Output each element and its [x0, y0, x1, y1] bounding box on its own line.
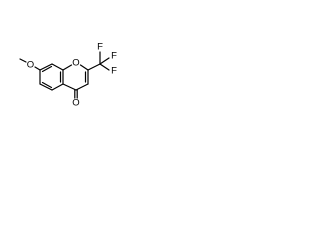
atom-label-fluorine-top: F [97, 42, 103, 53]
bond-cf3-f-bottom [99, 63, 110, 71]
bond-methoxy-o-ch3 [19, 58, 27, 63]
bond-c7-methoxy-o [34, 66, 41, 71]
bond-c8-c7 [39, 63, 53, 71]
atom-label-methoxy-oxygen: O [27, 60, 34, 71]
bond-cf3-f-right [99, 57, 110, 65]
atom-label-fluorine-right: F [111, 51, 117, 62]
bond-c4-c4a [62, 83, 77, 91]
bond-c2-cf3 [87, 63, 101, 71]
atom-label-fluorine-bottom: F [111, 66, 117, 77]
bond-c8-c7-inner [41, 65, 53, 73]
bond-c6-c5 [39, 83, 53, 91]
chemical-structure-diagram: O O O F F F [19, 42, 117, 109]
bond-o1-c2 [79, 64, 89, 71]
bond-c6-c5-inner [41, 81, 53, 89]
bond-c8a-c8 [51, 63, 64, 71]
bond-c3-c4 [75, 83, 89, 91]
bond-c5-c4a [51, 83, 64, 91]
atom-label-ring-oxygen: O [72, 58, 79, 69]
atom-label-carbonyl-oxygen: O [72, 98, 79, 109]
bond-c8a-o1 [62, 64, 73, 71]
